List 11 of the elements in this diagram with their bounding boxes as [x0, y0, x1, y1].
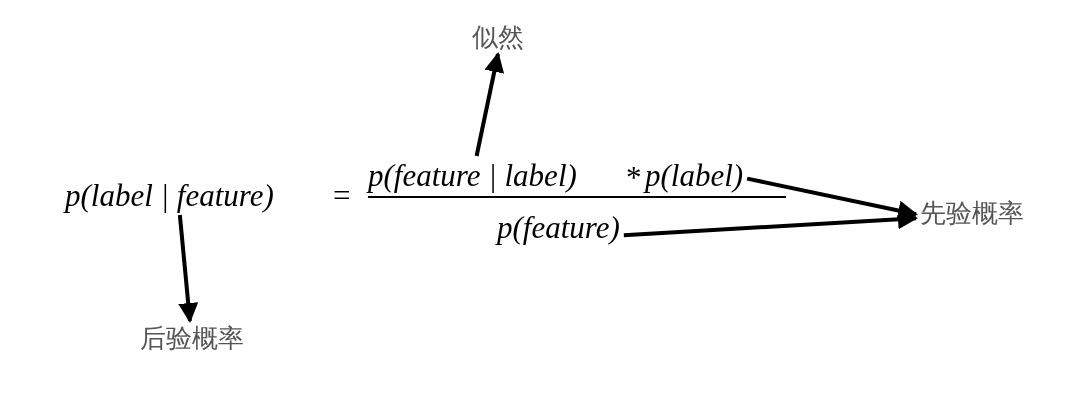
formula-term: p(label)	[645, 160, 744, 191]
multiply-sign: *	[626, 162, 642, 193]
equals-sign: =	[333, 180, 351, 211]
formula-term: p(feature)	[497, 212, 620, 243]
annotation-label: 后验概率	[140, 325, 244, 351]
arrow	[474, 52, 505, 157]
formula-term: p(label | feature)	[65, 180, 274, 211]
annotation-label: 先验概率	[920, 200, 1024, 226]
annotation-label: 似然	[472, 24, 524, 50]
arrow	[177, 214, 199, 323]
formula-term: p(feature | label)	[368, 160, 577, 191]
